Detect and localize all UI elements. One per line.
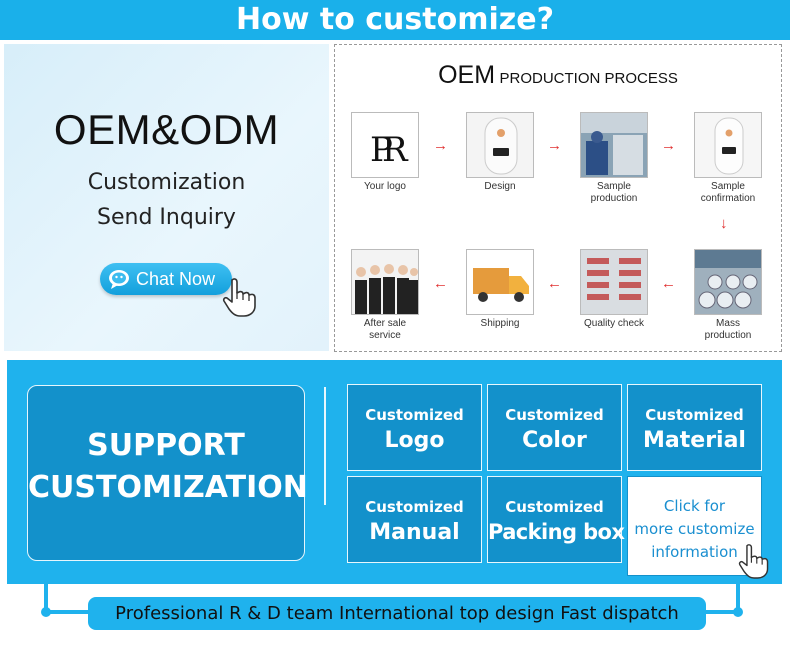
tile-customized-packing-box: Customized Packing box	[487, 476, 625, 563]
quality-check-image	[580, 249, 648, 315]
section-divider	[324, 387, 326, 505]
tile-top-text: Customized	[365, 406, 464, 424]
tile-bottom-text: Logo	[384, 428, 445, 453]
more-info-line3: information	[651, 543, 738, 561]
mass-production-image	[694, 249, 762, 315]
arrow-down-icon: ↓	[720, 215, 728, 232]
support-customization-box: SUPPORT CUSTOMIZATION	[27, 385, 308, 561]
arrow-right-icon: →	[433, 137, 448, 154]
tile-top-text: Customized	[365, 498, 464, 516]
step-label: Mass production	[704, 318, 752, 341]
tile-top-text: Customized	[505, 498, 604, 516]
footer-dot-right	[733, 607, 743, 617]
tile-top-text: Customized	[645, 406, 744, 424]
step-label: Design	[484, 181, 516, 192]
process-step-shipping: Shipping	[465, 249, 535, 330]
support-customization-section: SUPPORT CUSTOMIZATION Customized Logo Cu…	[7, 360, 782, 584]
process-title-oem: OEM	[438, 61, 496, 89]
arrow-left-icon: ←	[661, 275, 676, 292]
sample-confirmation-image	[694, 112, 762, 178]
arrow-right-icon: →	[661, 137, 676, 154]
chat-now-label: Chat Now	[136, 269, 216, 289]
oem-odm-panel: OEM&ODM Customization Send Inquiry Chat …	[4, 44, 329, 351]
tile-customized-color: Customized Color	[487, 384, 622, 471]
page-title: How to customize?	[0, 0, 790, 40]
more-info-line2: more customize	[634, 520, 755, 538]
chat-now-button[interactable]: Chat Now	[100, 263, 232, 295]
design-image	[466, 112, 534, 178]
support-heading-line2: CUSTOMIZATION	[28, 470, 308, 505]
chat-bubble-icon	[109, 270, 129, 289]
svg-text:P: P	[370, 130, 393, 170]
oem-production-process: OEM PRODUCTION PROCESS P R Your logo → D…	[334, 44, 782, 352]
footer-dot-left	[41, 607, 51, 617]
tile-customized-logo: Customized Logo	[347, 384, 482, 471]
tile-customized-manual: Customized Manual	[347, 476, 482, 563]
process-step-design: Design	[465, 112, 535, 193]
arrow-left-icon: ←	[433, 275, 448, 292]
tile-customized-material: Customized Material	[627, 384, 762, 471]
step-label: Quality check	[583, 318, 645, 329]
process-step-quality-check: Quality check	[579, 249, 649, 330]
process-step-mass-production: Mass production	[693, 249, 763, 342]
step-label: Shipping	[480, 318, 520, 329]
tile-bottom-text: Packing box	[488, 520, 625, 544]
send-inquiry-text: Send Inquiry	[97, 205, 236, 230]
sample-production-image	[580, 112, 648, 178]
after-sale-team-image	[351, 249, 419, 315]
footer-highlights: Professional R & D team International to…	[88, 597, 706, 630]
arrow-right-icon: →	[547, 137, 562, 154]
process-step-logo: P R Your logo	[350, 112, 420, 193]
tile-bottom-text: Material	[643, 428, 746, 453]
tile-bottom-text: Manual	[369, 520, 460, 545]
process-title: OEM PRODUCTION PROCESS	[335, 61, 781, 90]
customization-text: Customization	[87, 170, 246, 195]
oem-odm-heading: OEM&ODM	[53, 106, 280, 153]
logo-image: P R	[351, 112, 419, 178]
tile-bottom-text: Color	[522, 428, 587, 453]
shipping-truck-image	[466, 249, 534, 315]
arrow-left-icon: ←	[547, 275, 562, 292]
pointing-hand-icon	[738, 544, 769, 579]
support-heading-line1: SUPPORT	[87, 428, 245, 463]
process-title-rest: PRODUCTION PROCESS	[499, 70, 678, 87]
footer-bracket-left	[44, 584, 48, 614]
tile-top-text: Customized	[505, 406, 604, 424]
step-label: Your logo	[364, 181, 406, 192]
more-customize-info-button[interactable]: Click for more customize information	[627, 476, 762, 576]
more-info-line1: Click for	[663, 497, 726, 515]
footer-bracket-right	[736, 584, 740, 614]
svg-text:R: R	[382, 130, 409, 170]
pointing-hand-icon	[222, 278, 256, 317]
